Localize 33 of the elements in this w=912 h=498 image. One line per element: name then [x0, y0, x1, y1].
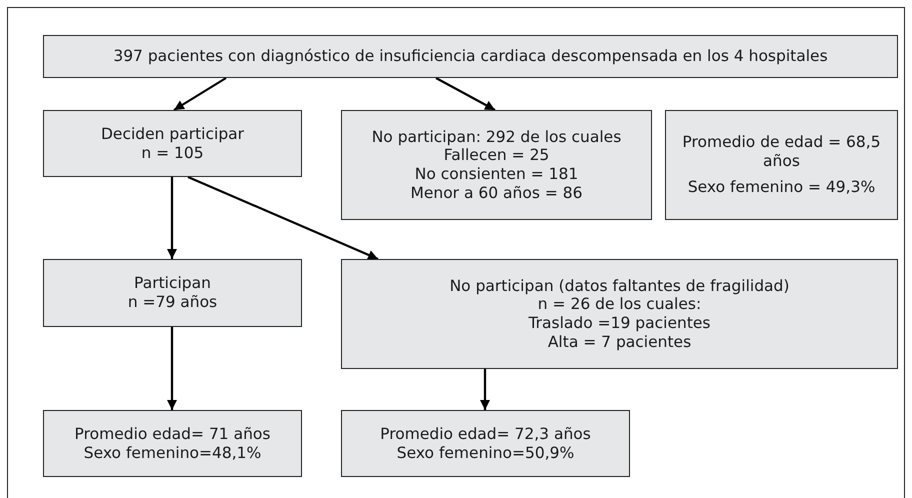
box-text: No participan: 292 de los cuales — [372, 128, 622, 146]
box-text: 397 pacientes con diagnóstico de insuficiencia cardiaca descompensada en los 4 hospitales — [113, 47, 828, 66]
arrow — [173, 77, 227, 111]
box-text: Traslado =19 pacientes — [528, 314, 711, 333]
process-box — [43, 259, 302, 327]
process-box — [341, 259, 898, 369]
process-box — [43, 35, 898, 78]
box-text: n = 26 de los cuales: — [538, 295, 702, 314]
box-text: Alta = 7 pacientes — [548, 332, 692, 352]
process-box — [43, 410, 302, 477]
process-box — [341, 410, 630, 477]
arrow — [188, 176, 378, 260]
arrow — [167, 327, 177, 410]
arrow — [167, 177, 177, 259]
box-text: n = 105 — [141, 144, 204, 162]
box-text: Sexo femenino = 49,3% — [688, 178, 876, 197]
box-text: Menor a 60 años = 86 — [410, 184, 583, 202]
arrow — [480, 369, 490, 410]
process-box — [43, 110, 302, 177]
box-text: Sexo femenino=50,9% — [396, 444, 574, 462]
box-text: Fallecen = 25 — [444, 146, 550, 165]
box-text: Deciden participar — [100, 124, 244, 144]
box-text: Participan — [134, 274, 211, 293]
box-text: Promedio edad= 71 años — [74, 424, 270, 444]
box-text: Promedio de edad = 68,5 años — [681, 133, 882, 170]
process-box — [341, 110, 652, 220]
box-text: Promedio edad= 72,3 años — [380, 424, 591, 444]
box-text: Sexo femenino=48,1% — [84, 444, 262, 462]
process-box — [665, 110, 898, 220]
arrow — [435, 77, 496, 111]
box-text: n =79 años — [128, 293, 218, 312]
box-text: No consienten = 181 — [414, 165, 578, 184]
box-text: No participan (datos faltantes de fragilidad) — [450, 276, 790, 296]
